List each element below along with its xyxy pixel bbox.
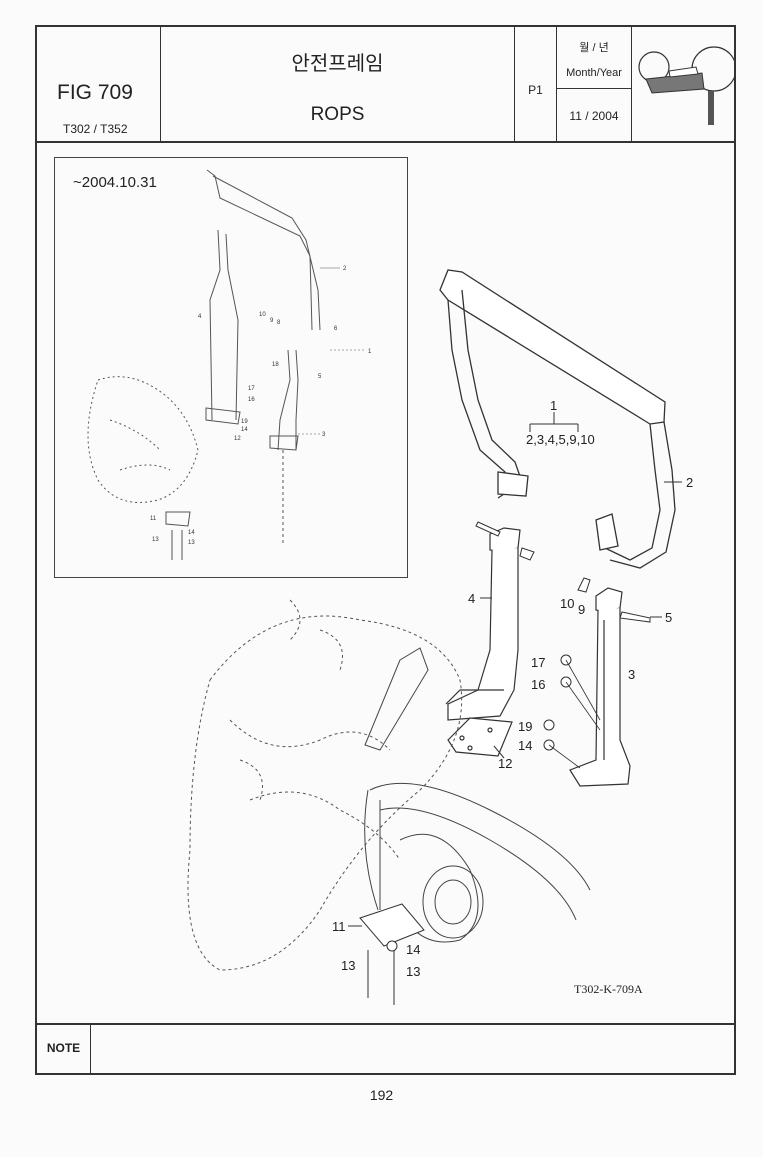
callout-label: 17: [531, 655, 545, 670]
month-year-label-korean: 월 / 년: [579, 42, 609, 54]
month-year-cell: 월 / 년 Month/Year 11 / 2004: [557, 27, 632, 141]
inset-label: 13: [152, 537, 159, 543]
inset-label: 5: [318, 374, 322, 380]
month-year-label: Month/Year: [566, 67, 622, 79]
inset-label: 16: [248, 397, 255, 403]
inset-label: 14: [188, 530, 195, 536]
page-number: 192: [369, 1087, 394, 1103]
inset-label: 8: [277, 320, 281, 326]
callout-label: 9: [578, 602, 585, 617]
callout-label: 14: [518, 738, 532, 753]
inset-label: 10: [259, 312, 266, 318]
inset-label: 9: [270, 318, 274, 324]
callout-label: 1: [550, 398, 557, 413]
inset-label: 6: [334, 326, 338, 332]
callout-label: 4: [468, 591, 475, 606]
inset-label: 4: [198, 314, 202, 320]
month-year-value: 11 / 2004: [569, 109, 619, 123]
note-label: NOTE: [37, 1025, 91, 1075]
inset-panel: ~2004.10.31: [54, 157, 408, 578]
right-upright-post: [569, 587, 631, 787]
fig-cell: FIG 709 T302 / T352: [37, 27, 161, 141]
left-upright-post: [445, 527, 521, 721]
title-block: FIG 709 T302 / T352 안전프레임 ROPS P1 월 / 년 …: [37, 27, 734, 143]
inset-label: 18: [272, 362, 279, 368]
callout-label: 13: [341, 958, 355, 973]
tractor-icon: [638, 46, 734, 125]
inset-label: 13: [188, 540, 195, 546]
model-numbers: T302 / T352: [63, 122, 128, 136]
inset-label: 17: [248, 386, 255, 392]
callout-label: 19: [518, 719, 532, 734]
callout-label: 2: [686, 475, 693, 490]
callout-label: 11: [332, 919, 346, 934]
figure-number: FIG 709: [57, 81, 133, 104]
callout-label: 16: [531, 677, 545, 692]
callout-label: 2,3,4,5,9,10: [526, 432, 595, 447]
note-row: NOTE: [37, 1023, 734, 1075]
page-code: P1: [528, 83, 543, 97]
tractor-body-detail: [359, 647, 591, 1005]
page-frame: FIG 709 T302 / T352 안전프레임 ROPS P1 월 / 년 …: [35, 25, 736, 1075]
drawing-code: T302-K-709A: [574, 982, 643, 996]
inset-label: 14: [241, 427, 248, 433]
inset-label: 19: [241, 419, 248, 425]
title-english: ROPS: [310, 104, 365, 125]
inset-label: 12: [234, 436, 241, 442]
inset-date-label: ~2004.10.31: [73, 174, 157, 191]
inset-label: 3: [322, 432, 326, 438]
hardware-parts: [475, 521, 651, 751]
tractor-logo-cell: [632, 27, 734, 141]
title-cell: 안전프레임 ROPS: [161, 27, 515, 141]
base-plate-12: [447, 717, 513, 757]
group-callout: [529, 412, 579, 432]
callout-label: 12: [498, 756, 512, 771]
callout-label: 5: [665, 610, 672, 625]
month-year-divider: [557, 88, 631, 89]
page-code-cell: P1: [515, 27, 557, 141]
title-korean: 안전프레임: [291, 53, 384, 75]
callout-label: 13: [406, 964, 420, 979]
callout-label: 10: [560, 596, 574, 611]
inset-drawing: [87, 169, 321, 560]
inset-label: 11: [150, 516, 157, 522]
inset-label: 1: [368, 349, 372, 355]
callout-label: 3: [628, 667, 635, 682]
inset-labels: 2 4 10 9 8 6 1 18 5 17 16 19 14 12 3 11 …: [150, 266, 372, 546]
callout-label: 14: [406, 942, 420, 957]
inset-label: 2: [343, 266, 347, 272]
rops-upper-arch: [439, 269, 676, 569]
